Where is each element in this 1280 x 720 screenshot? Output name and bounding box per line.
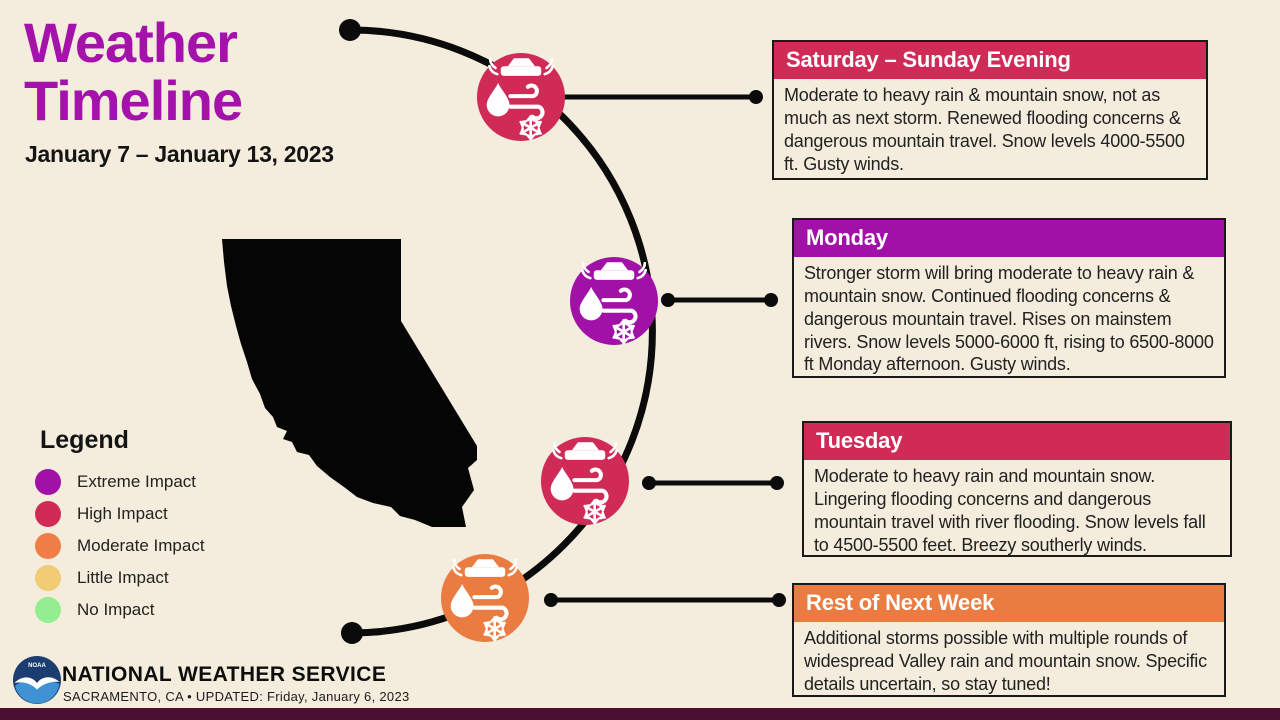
event-card-title: Rest of Next Week (794, 585, 1224, 622)
event-card-title: Tuesday (804, 423, 1230, 460)
legend-title: Legend (40, 426, 129, 454)
connector-restofweek-dot-left (544, 593, 558, 607)
event-card-description: Moderate to heavy rain & mountain snow, … (784, 85, 1185, 174)
arc-end-dot (341, 622, 363, 644)
little-impact-dot-icon (35, 565, 61, 591)
high-impact-dot-icon (35, 501, 61, 527)
legend-item-label: No Impact (77, 600, 155, 619)
legend-item-none: No Impact (35, 597, 205, 623)
noaa-logo: NOAA (13, 656, 61, 704)
connector-saturday-dot (749, 90, 763, 104)
event-node-monday (570, 257, 658, 345)
connector-restofweek-dot-right (772, 593, 786, 607)
page-title-line2: Timeline (24, 69, 243, 132)
legend-item-label: Little Impact (77, 568, 169, 587)
event-card-description: Stronger storm will bring moderate to he… (804, 263, 1214, 375)
event-node-restofweek (441, 554, 529, 642)
date-range: January 7 – January 13, 2023 (25, 141, 334, 167)
connector-monday-dot-left (661, 293, 675, 307)
footer-updated-line: SACRAMENTO, CA • UPDATED: Friday, Januar… (63, 689, 410, 704)
footer-org-name: NATIONAL WEATHER SERVICE (62, 663, 387, 686)
legend-item-little: Little Impact (35, 565, 205, 591)
california-map (222, 239, 477, 527)
page-title: Weather Timeline (24, 11, 243, 132)
connector-tuesday-dot-right (770, 476, 784, 490)
event-card-description: Moderate to heavy rain and mountain snow… (814, 466, 1206, 555)
legend-item-label: Extreme Impact (77, 472, 197, 491)
event-card-monday: Monday Stronger storm will bring moderat… (792, 218, 1226, 378)
arc-start-dot (339, 19, 361, 41)
legend: Extreme Impact High Impact Moderate Impa… (35, 469, 205, 623)
legend-item-moderate: Moderate Impact (35, 533, 205, 559)
event-card-title: Monday (794, 220, 1224, 257)
event-card-saturday: Saturday – Sunday Evening Moderate to he… (772, 40, 1208, 180)
event-card-restofweek: Rest of Next Week Additional storms poss… (792, 583, 1226, 697)
moderate-impact-dot-icon (35, 533, 61, 559)
no-impact-dot-icon (35, 597, 61, 623)
extreme-impact-dot-icon (35, 469, 61, 495)
connector-tuesday-dot-left (642, 476, 656, 490)
event-node-saturday (477, 53, 565, 141)
legend-item-label: High Impact (77, 504, 168, 523)
legend-item-label: Moderate Impact (77, 536, 205, 555)
event-card-tuesday: Tuesday Moderate to heavy rain and mount… (802, 421, 1232, 557)
footer-accent-bar (0, 708, 1280, 720)
event-node-tuesday (541, 437, 629, 525)
connector-monday-dot-right (764, 293, 778, 307)
event-card-title: Saturday – Sunday Evening (774, 42, 1206, 79)
event-card-description: Additional storms possible with multiple… (804, 628, 1207, 694)
legend-item-high: High Impact (35, 501, 205, 527)
legend-item-extreme: Extreme Impact (35, 469, 205, 495)
svg-text:NOAA: NOAA (28, 663, 46, 669)
page-title-line1: Weather (24, 11, 238, 74)
